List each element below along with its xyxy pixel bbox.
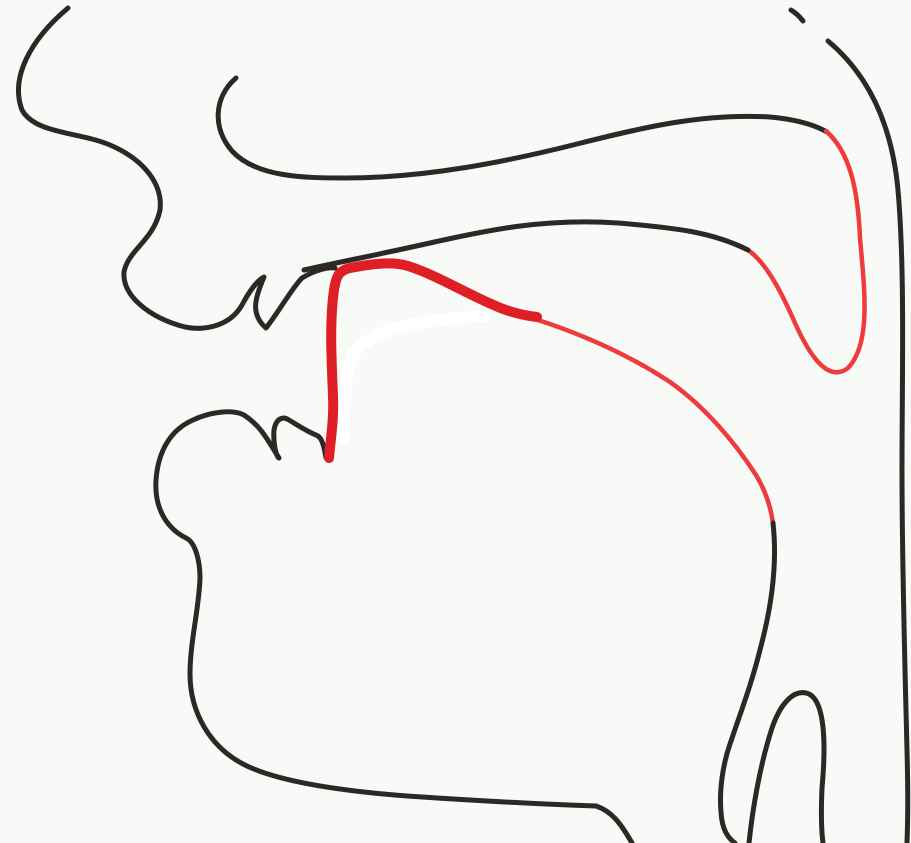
tongue-root [720,523,774,843]
pharyngeal-wall-upper [791,10,803,21]
tongue-dorsum-highlight [538,320,773,523]
lower-lip-chin [156,412,596,806]
velum-highlight [748,131,865,372]
epiglottis [749,693,824,843]
jaw-floor [596,806,632,843]
cleared-tongue-tip [344,316,484,438]
face-profile-upper [19,8,335,328]
pharyngeal-wall [828,41,908,843]
nasal-cavity-floor [218,78,827,178]
retroflex-tongue-tip [329,263,537,458]
